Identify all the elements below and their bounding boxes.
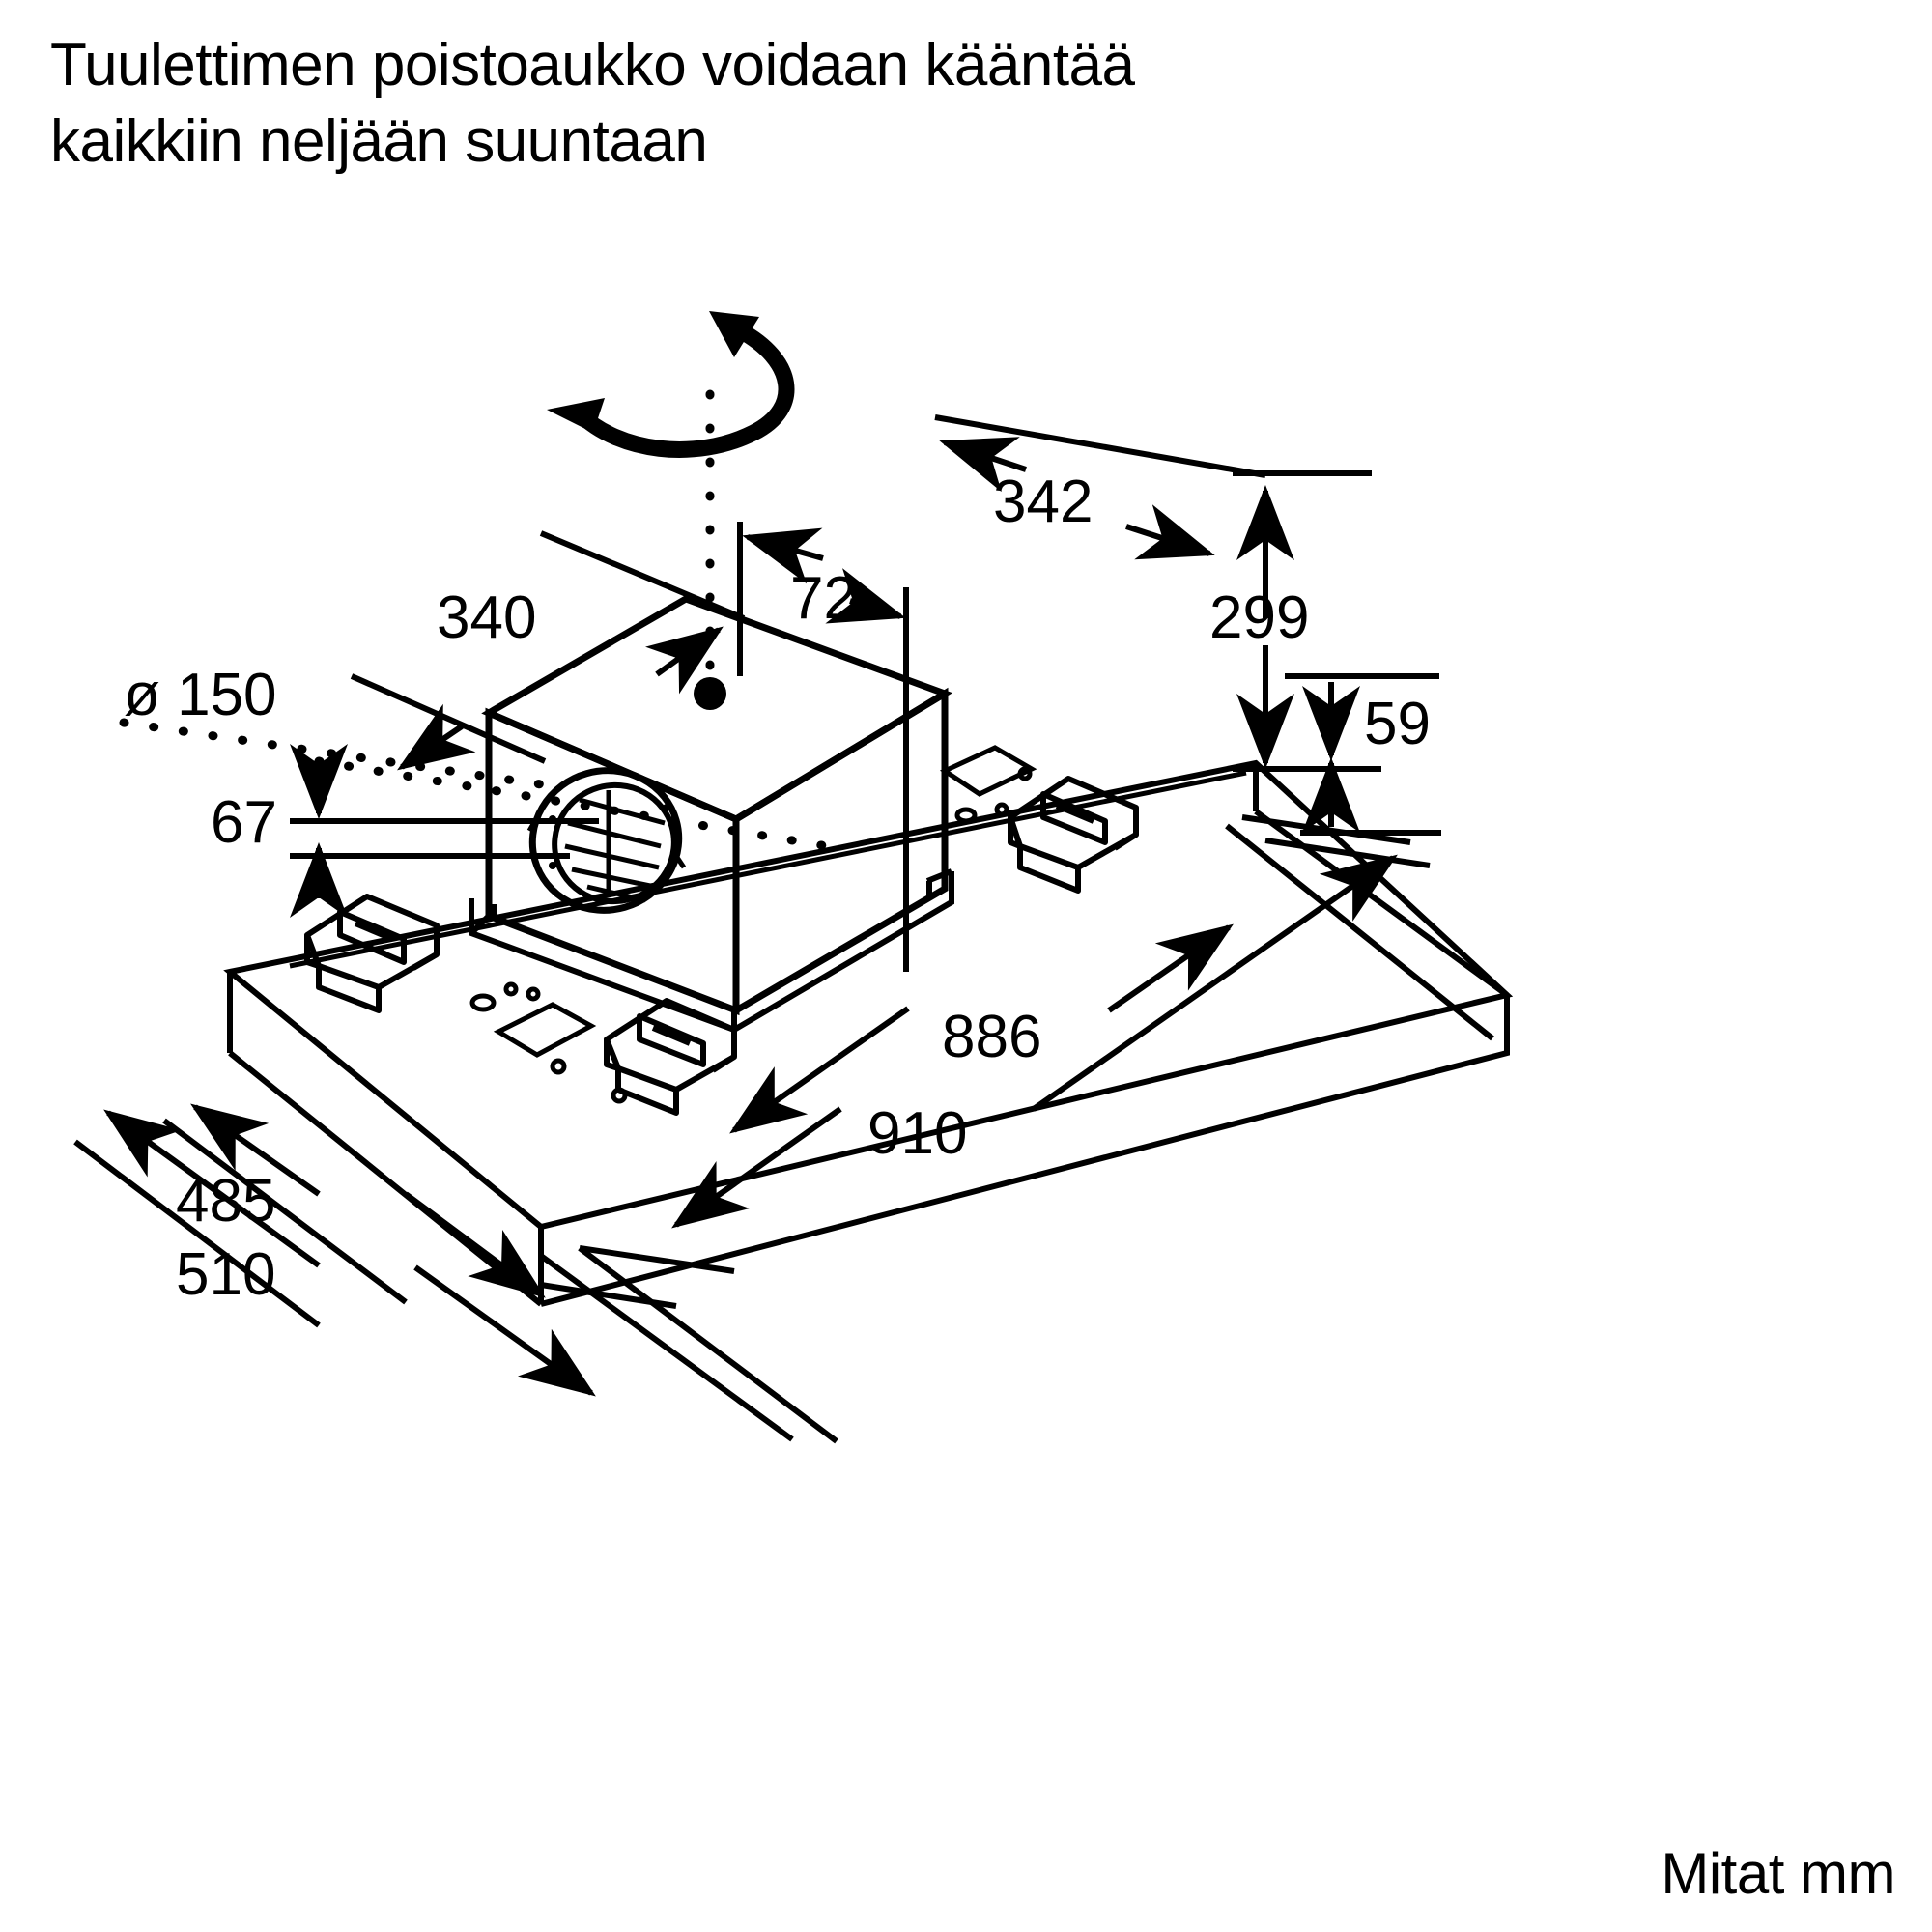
duct-damper-blades	[564, 790, 666, 903]
dim-886	[579, 814, 1411, 1274]
dim-label-outlet-offset-72: 72	[790, 565, 857, 632]
motor-box-base-flange	[469, 868, 954, 1035]
page-title: Tuulettimen poistoaukko voidaan kääntää …	[50, 32, 1135, 176]
dim-485	[162, 1103, 794, 1442]
hood-top-inner-frame	[289, 770, 1247, 969]
dim-label-body-depth-485: 485	[176, 1168, 275, 1235]
dim-label-duct-height-67: 67	[211, 789, 277, 856]
dim-910	[540, 838, 1431, 1309]
dim-67	[290, 744, 599, 918]
rotation-pivot-dot	[694, 677, 726, 710]
dim-label-canopy-height-59: 59	[1364, 691, 1431, 757]
mounting-bracket-front-left	[304, 894, 440, 1013]
dim-label-outlet-offset-342: 342	[993, 469, 1093, 535]
dim-label-total-depth-510: 510	[176, 1241, 275, 1308]
dim-label-motor-box-depth: 340	[437, 584, 536, 651]
dim-label-total-width-910: 910	[867, 1100, 967, 1167]
rotation-arrow	[547, 311, 795, 458]
dim-59	[1285, 673, 1441, 836]
canopy-surface-details	[493, 745, 1037, 1058]
dim-340	[350, 530, 746, 771]
units-note: Mitat mm	[1661, 1841, 1895, 1906]
rotation-arrow-head-right	[709, 311, 759, 357]
duct-outlet-circular	[526, 767, 687, 914]
dim-label-body-width-886: 886	[942, 1004, 1041, 1070]
canopy-surface-holes	[469, 766, 1033, 1104]
dim-510	[73, 1109, 838, 1444]
mounting-bracket-rear-right	[1008, 776, 1139, 894]
rotation-arrow-head-left	[547, 398, 605, 433]
dim-label-total-height-299: 299	[1209, 584, 1309, 651]
dim-72	[737, 522, 909, 972]
dim-342	[934, 414, 1266, 560]
dim-label-duct-diameter: ø 150	[124, 662, 277, 728]
mounting-bracket-front-right	[604, 998, 737, 1116]
